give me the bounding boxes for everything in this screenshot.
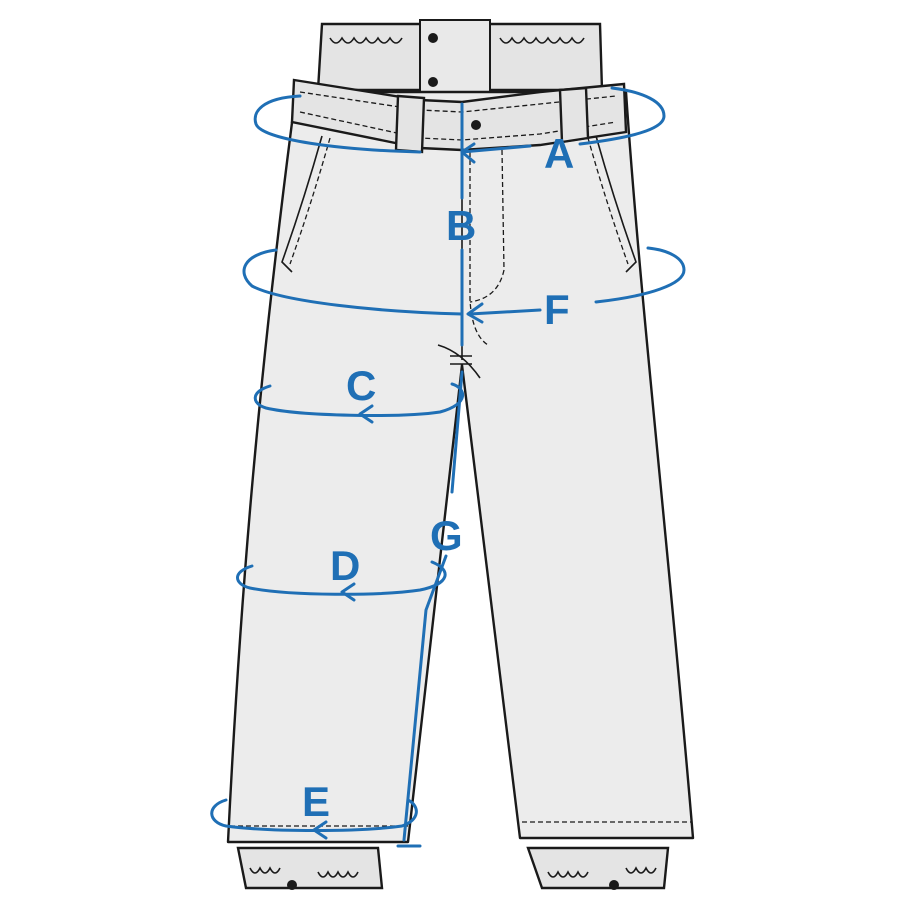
belt-loop-left: [394, 94, 426, 154]
outer-waistband: [290, 78, 628, 152]
trouser-body: [226, 90, 695, 844]
cuff-left: [236, 846, 384, 890]
measure-c-arrow: [358, 404, 374, 424]
pocket-left-stitching: [289, 137, 331, 265]
measurement-guides: A B F C G D E: [210, 86, 686, 848]
cuff-left-snap: [287, 880, 297, 890]
measure-e-label: E: [302, 778, 330, 825]
measure-a-label: A: [544, 130, 574, 177]
waist-button: [471, 120, 481, 130]
cuff-right: [526, 846, 670, 890]
measure-d-knee-loop: [236, 560, 447, 596]
measure-f-hip-loop: [242, 246, 686, 316]
measure-d-arrow: [340, 582, 356, 602]
pocket-right-stitching: [587, 137, 629, 265]
pants-illustration: [226, 19, 695, 890]
pocket-right: [595, 135, 637, 273]
cuff-right-gathers: [547, 866, 657, 878]
fly-stitching: [469, 149, 505, 346]
measure-d-label: D: [330, 542, 360, 589]
cuff-left-gathers: [249, 866, 359, 878]
cuff-right-snap: [609, 880, 619, 890]
measure-g-inseam: [396, 370, 464, 848]
measure-f-arrow: [466, 302, 484, 324]
measure-a-waist-loop: [253, 86, 666, 154]
inner-waistband-gathers: [329, 36, 585, 44]
measure-c-label: C: [346, 362, 376, 409]
crotch-bartack: [437, 344, 481, 379]
snap-top: [428, 33, 438, 43]
measure-f-label: F: [544, 286, 570, 333]
measure-b-label: B: [446, 202, 476, 249]
measure-g-label: G: [430, 512, 463, 559]
measure-e-arrow: [312, 820, 328, 840]
pocket-left: [281, 135, 323, 273]
snap-middle: [428, 77, 438, 87]
